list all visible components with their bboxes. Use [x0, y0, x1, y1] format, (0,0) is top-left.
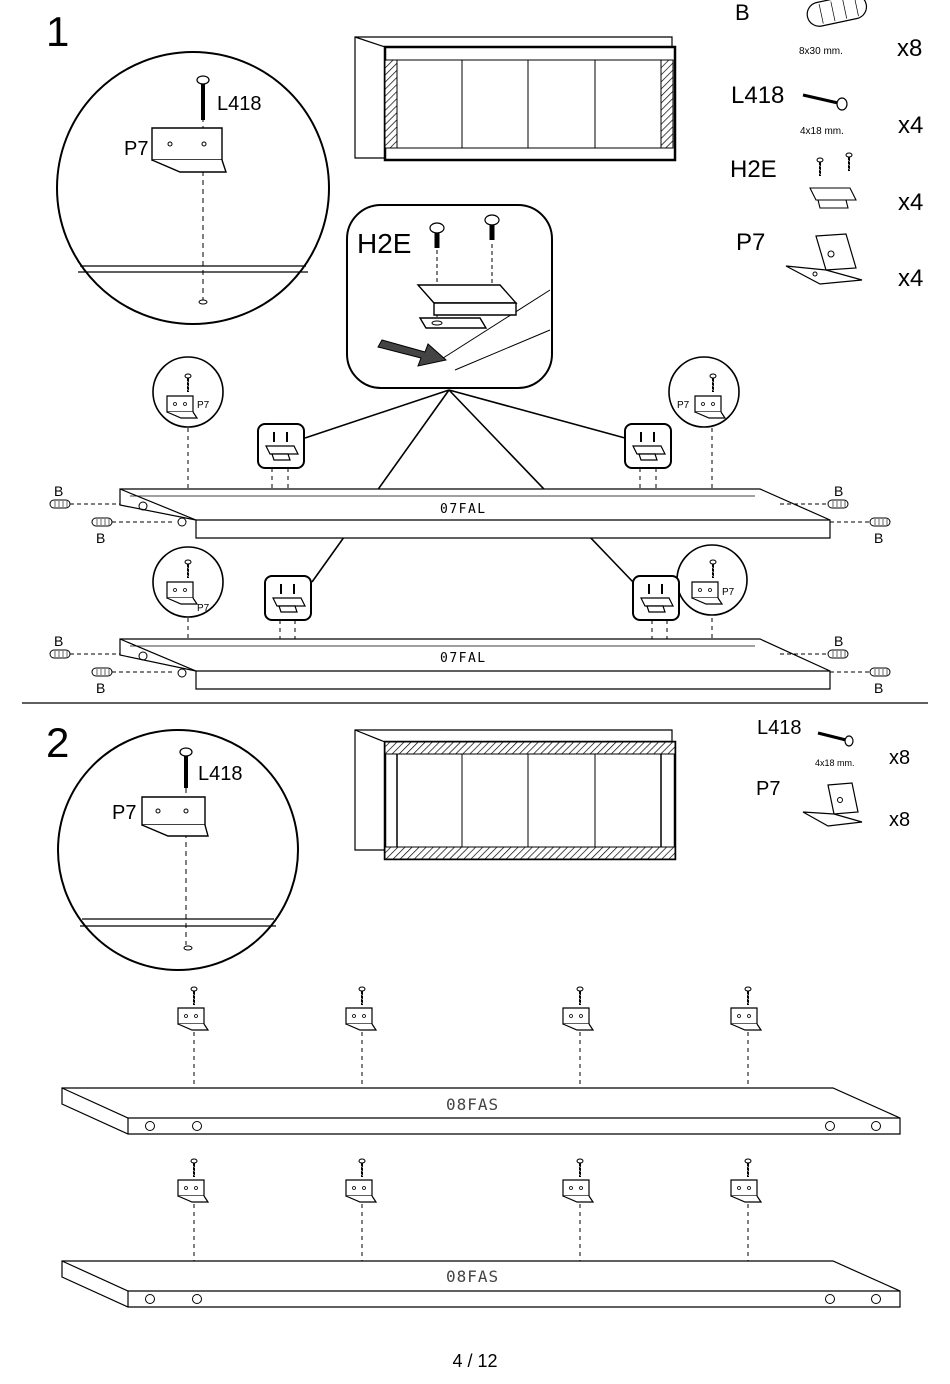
bracket-label: P7: [722, 587, 735, 598]
h2e-fitting-bottom-left: [265, 576, 311, 620]
step-2-cabinet-overview: [355, 730, 675, 859]
part-code: P7: [756, 778, 780, 800]
panel-07fal-bottom: 07FAL: [120, 639, 830, 689]
part-qty: x8: [889, 809, 910, 831]
bracket-label: P7: [677, 400, 690, 411]
part-qty: x4: [898, 189, 923, 216]
h2e-fitting-bottom-right: [633, 576, 679, 620]
step-2-brackets-row-1: [178, 987, 761, 1030]
h2e-fitting-top-left: [258, 424, 304, 468]
bracket-callout-bottom-right: P7: [677, 545, 747, 615]
bracket-callout-top-left: P7: [153, 357, 223, 427]
part-code: H2E: [730, 156, 777, 183]
panel-label: 07FAL: [440, 502, 487, 517]
part-dowel-b: B 8x30 mm. x8: [735, 0, 922, 62]
part-qty: x8: [897, 35, 922, 62]
step-2-brackets-row-2: [178, 1159, 761, 1202]
part-size: 4x18 mm.: [815, 758, 855, 768]
part-screw-l418: L418 4x18 mm. x8: [757, 717, 910, 769]
part-bracket-p7: P7 x4: [736, 229, 923, 292]
part-qty: x4: [898, 265, 923, 292]
part-qty: x4: [898, 112, 923, 139]
part-qty: x8: [889, 747, 910, 769]
part-code: B: [735, 0, 750, 25]
step-2-detail-magnifier: L418 P7: [58, 730, 298, 970]
bracket-callout-top-right: P7: [669, 357, 739, 427]
part-code: P7: [736, 229, 765, 256]
panel-08fas-top: 08FAS: [62, 1088, 900, 1134]
step-2-bracket-label: P7: [112, 802, 136, 824]
panel-07fal-top: 07FAL: [120, 489, 830, 538]
step-1-cabinet-overview: [355, 37, 675, 160]
part-size: 4x18 mm.: [800, 126, 844, 137]
h2e-detail-callout: H2E: [347, 205, 552, 388]
dowel-label: B: [834, 633, 843, 649]
bracket-callout-bottom-left: P7: [153, 547, 223, 617]
dowel-label: B: [54, 633, 63, 649]
dowel-label: B: [54, 483, 63, 499]
part-code: L418: [757, 717, 802, 739]
bracket-label: P7: [197, 603, 210, 614]
step-1-screw-label: L418: [217, 93, 262, 115]
bracket-label: P7: [197, 400, 210, 411]
part-bracket-p7: P7 x8: [756, 778, 910, 831]
panel-label: 08FAS: [446, 1095, 499, 1114]
page-number: 4 / 12: [452, 1351, 497, 1371]
part-size: 8x30 mm.: [799, 46, 843, 57]
h2e-fitting-top-right: [625, 424, 671, 468]
panel-label: 07FAL: [440, 651, 487, 666]
dowel-label: B: [874, 680, 883, 696]
dowel-label: B: [834, 483, 843, 499]
step-1-bracket-label: P7: [124, 138, 148, 160]
dowel-label: B: [96, 680, 105, 696]
step-2-parts-list: L418 4x18 mm. x8 P7 x8: [756, 717, 910, 831]
part-screw-l418: L418 4x18 mm. x4: [731, 82, 923, 139]
part-fitting-h2e: H2E x4: [730, 153, 923, 216]
panel-label: 08FAS: [446, 1267, 499, 1286]
step-2-number: 2: [46, 719, 69, 766]
step-1-number: 1: [46, 8, 69, 55]
step-2-screw-label: L418: [198, 763, 243, 785]
step-1-parts-list: B 8x30 mm. x8 L418 4x18 mm. x4 H2E x4: [730, 0, 923, 292]
dowel-label: B: [96, 530, 105, 546]
panel-08fas-bottom: 08FAS: [62, 1261, 900, 1307]
part-code: L418: [731, 82, 784, 109]
step-1-detail-magnifier: L418 P7: [57, 52, 329, 324]
dowel-label: B: [874, 530, 883, 546]
h2e-detail-label: H2E: [357, 228, 411, 259]
callout-leader-lines: [305, 390, 633, 582]
